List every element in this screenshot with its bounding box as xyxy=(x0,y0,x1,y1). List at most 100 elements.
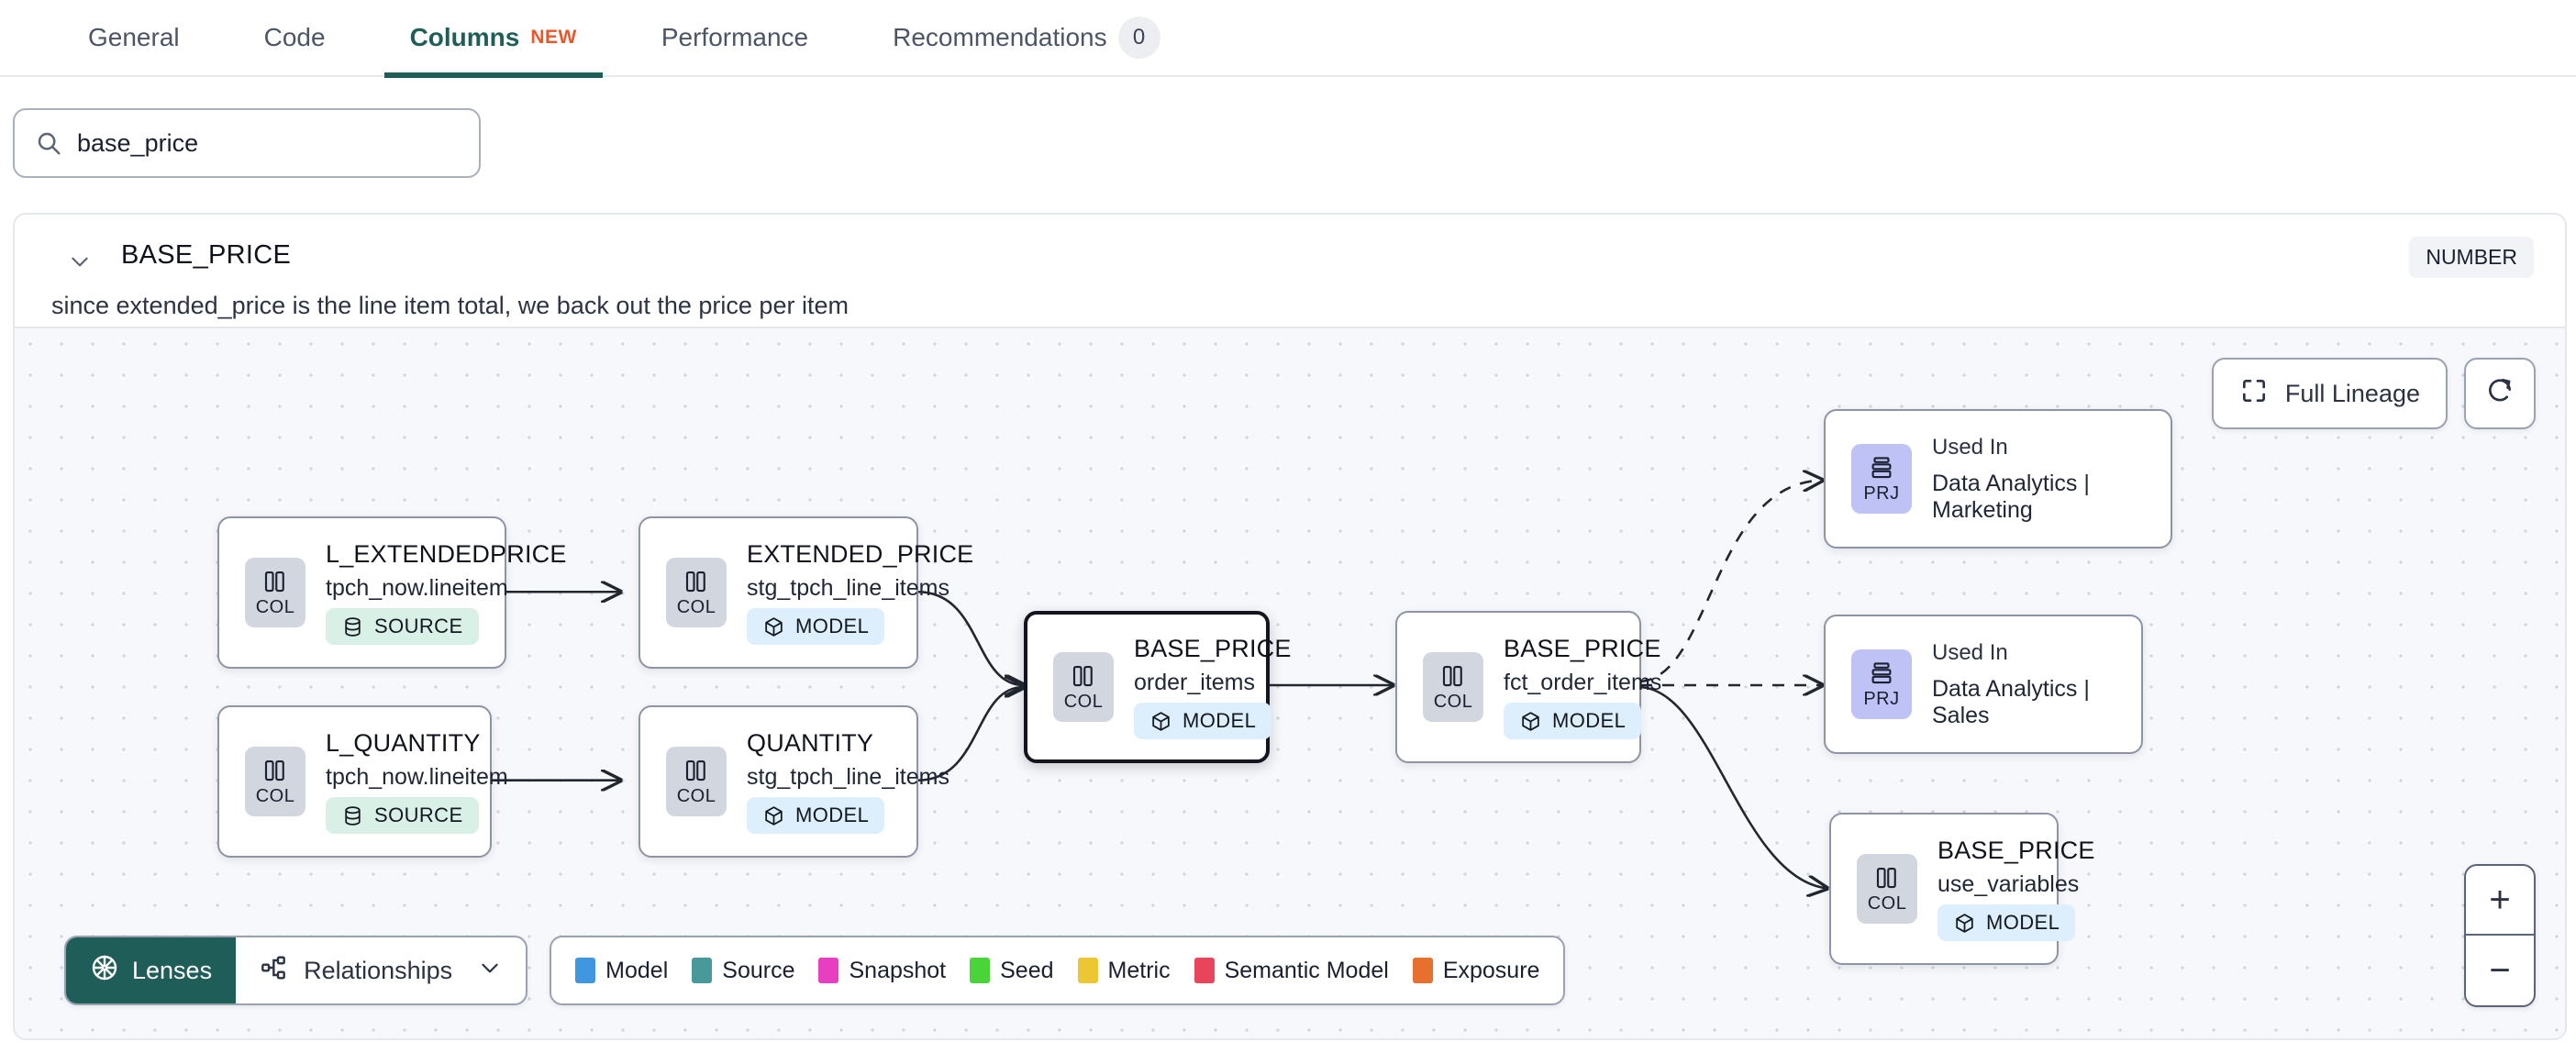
expand-icon xyxy=(2239,376,2269,412)
database-icon xyxy=(345,805,361,826)
columns-icon xyxy=(264,571,284,592)
lineage-node-project-sales[interactable]: PRJ Used In Data Analytics | Sales xyxy=(1824,615,2143,754)
zoom-in-button[interactable]: + xyxy=(2466,866,2534,936)
legend-item-seed[interactable]: Seed xyxy=(970,957,1054,984)
col-type-tile: COL xyxy=(1053,652,1114,722)
cube-icon xyxy=(1522,711,1539,731)
search-box[interactable] xyxy=(13,108,481,178)
tab-label: Code xyxy=(263,23,326,51)
project-icon xyxy=(1871,456,1892,478)
columns-icon xyxy=(1876,867,1896,888)
legend-swatch xyxy=(1077,958,1098,983)
chevron-down-icon xyxy=(467,956,502,986)
lens-relationship-group: Lenses Relationships xyxy=(64,936,528,1005)
cube-icon xyxy=(765,805,783,826)
column-description: since extended_price is the line item to… xyxy=(51,292,849,319)
legend-item-source[interactable]: Source xyxy=(692,958,794,984)
node-title: Data Analytics | Marketing xyxy=(1932,470,2090,523)
lineage-legend: Model Source Snapshot Seed Metric xyxy=(550,936,1566,1005)
lineage-node-base-price-use-variables[interactable]: COL BASE_PRICE use_variables MODEL xyxy=(1829,813,2094,965)
node-kind-label: MODEL xyxy=(1183,709,1257,732)
node-subtitle: stg_tpch_line_items xyxy=(747,575,949,601)
node-title: L_QUANTITY xyxy=(326,729,481,757)
tab-performance[interactable]: Performance xyxy=(636,0,834,76)
col-tile-label: COL xyxy=(676,785,716,806)
project-type-tile: PRJ xyxy=(1851,649,1912,719)
node-title: QUANTITY xyxy=(747,729,874,757)
node-title: Data Analytics | Sales xyxy=(1932,675,2090,728)
node-subtitle: tpch_now.lineitem xyxy=(326,575,508,601)
tab-general[interactable]: General xyxy=(62,0,205,76)
cube-icon xyxy=(1152,711,1170,731)
legend-item-semantic-model[interactable]: Semantic Model xyxy=(1194,958,1389,984)
legend-swatch xyxy=(1194,958,1215,983)
columns-icon xyxy=(685,571,705,592)
node-usedin-label: Used In xyxy=(1932,434,2008,460)
legend-item-metric[interactable]: Metric xyxy=(1077,957,1171,984)
legend-label: Metric xyxy=(1107,957,1171,983)
node-usedin-label: Used In xyxy=(1932,639,2008,665)
search-input[interactable] xyxy=(77,128,459,158)
lineage-edges xyxy=(492,328,2567,1040)
lineage-node-base-price-fct-order-items[interactable]: COL BASE_PRICE fct_order_items MODEL xyxy=(1395,611,1661,763)
lineage-node-extended-price[interactable]: COL EXTENDED_PRICE stg_tpch_line_items M… xyxy=(638,516,973,669)
node-kind-badge: MODEL xyxy=(747,797,885,834)
node-kind-label: SOURCE xyxy=(374,615,463,637)
project-tile-label: PRJ xyxy=(1863,482,1900,504)
tab-columns[interactable]: Columns NEW xyxy=(383,0,604,78)
project-icon xyxy=(1871,661,1892,683)
legend-label: Exposure xyxy=(1442,957,1540,983)
legend-item-model[interactable]: Model xyxy=(575,958,668,984)
cube-icon xyxy=(765,616,783,637)
col-tile-label: COL xyxy=(1867,892,1907,914)
columns-icon xyxy=(264,759,284,781)
legend-item-snapshot[interactable]: Snapshot xyxy=(818,958,946,984)
node-kind-badge: MODEL xyxy=(1504,703,1642,739)
lineage-bottom-toolbar: Lenses Relationships xyxy=(64,936,1566,1005)
lineage-node-l-extendedprice[interactable]: COL L_EXTENDEDPRICE tpch_now.lineitem SO… xyxy=(217,516,566,669)
col-type-tile: COL xyxy=(666,747,727,816)
tab-new-flag: NEW xyxy=(530,27,577,48)
lenses-button[interactable]: Lenses xyxy=(66,937,237,1003)
col-tile-label: COL xyxy=(255,596,295,617)
lineage-node-base-price-order-items[interactable]: COL BASE_PRICE order_items MODEL xyxy=(1024,611,1291,763)
tab-recommendations[interactable]: Recommendations 0 xyxy=(867,0,1185,76)
lineage-top-controls: Full Lineage xyxy=(2211,358,2536,429)
col-type-tile: COL xyxy=(666,558,727,627)
lenses-label: Lenses xyxy=(132,956,213,984)
legend-item-exposure[interactable]: Exposure xyxy=(1412,957,1540,984)
relationships-dropdown[interactable]: Relationships xyxy=(236,937,526,1003)
full-lineage-label: Full Lineage xyxy=(2284,379,2420,407)
lineage-canvas[interactable]: COL L_EXTENDEDPRICE tpch_now.lineitem SO… xyxy=(15,327,2567,1040)
project-type-tile: PRJ xyxy=(1851,444,1912,514)
node-title: BASE_PRICE xyxy=(1504,635,1661,662)
refresh-button[interactable] xyxy=(2464,358,2536,429)
columns-icon xyxy=(1072,665,1093,686)
column-header: BASE_PRICE NUMBER since extended_price i… xyxy=(15,215,2565,349)
node-title: EXTENDED_PRICE xyxy=(747,540,974,568)
zoom-out-button[interactable]: − xyxy=(2489,949,2511,991)
lineage-node-l-quantity[interactable]: COL L_QUANTITY tpch_now.lineitem SOURCE xyxy=(217,705,508,858)
aperture-icon xyxy=(90,953,119,989)
node-kind-label: SOURCE xyxy=(374,804,463,826)
search-icon xyxy=(35,129,62,157)
lineage-node-project-marketing[interactable]: PRJ Used In Data Analytics | Marketing xyxy=(1824,409,2172,549)
legend-label: Seed xyxy=(1000,957,1054,983)
columns-icon xyxy=(685,759,705,781)
columns-icon xyxy=(1442,665,1462,686)
node-kind-badge: MODEL xyxy=(1134,703,1272,739)
tab-code[interactable]: Code xyxy=(239,0,351,76)
lineage-node-quantity[interactable]: COL QUANTITY stg_tpch_line_items MODEL xyxy=(638,705,949,858)
node-subtitle: order_items xyxy=(1134,670,1255,695)
tab-label: Performance xyxy=(661,23,809,51)
refresh-icon xyxy=(2485,376,2515,412)
relationships-label: Relationships xyxy=(304,956,453,984)
node-title: BASE_PRICE xyxy=(1134,635,1292,662)
hierarchy-icon xyxy=(260,953,289,989)
chevron-down-icon[interactable] xyxy=(68,249,92,273)
column-detail-card: BASE_PRICE NUMBER since extended_price i… xyxy=(13,213,2567,1040)
legend-label: Model xyxy=(605,957,669,983)
full-lineage-button[interactable]: Full Lineage xyxy=(2211,358,2448,429)
col-tile-label: COL xyxy=(255,785,295,806)
tab-label: Columns xyxy=(409,23,520,51)
